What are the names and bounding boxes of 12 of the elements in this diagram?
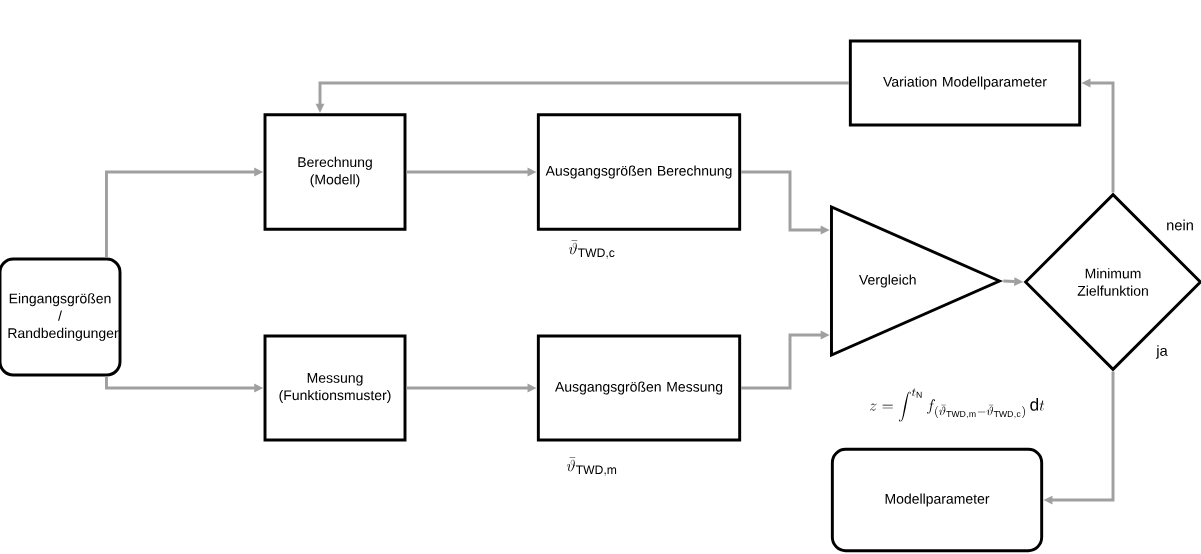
rounded-box: Modellparameter xyxy=(830,447,1044,553)
process-box: Messung (Funktionsmuster) xyxy=(263,334,407,442)
formula-label: $\bar{\vartheta}_{\mathrm{TWD,m}}$ xyxy=(566,457,617,477)
edge-label: nein xyxy=(1164,218,1196,232)
process-box: Berechnung (Modell) xyxy=(263,113,407,231)
formula-label: $\bar{\vartheta}_{\mathrm{TWD,c}}$ xyxy=(568,240,615,260)
process-box: Ausgangsgrößen Berechnung xyxy=(536,113,742,231)
formula-label: $z = \int^{t_{\mathrm{N}}} f_{(\bar{\vartheta}_{\mathrm{TWD,m}} - \bar{\vartheta}_{\mathrm{TWD,c}})}\,\mathrm{d}t$ xyxy=(869,388,1045,422)
edge-label: ja xyxy=(1155,343,1170,361)
process-box: Ausgangsgrößen Messung xyxy=(536,334,742,442)
rounded-box: Eingangsgrößen / Randbedingungen xyxy=(0,257,122,377)
process-box: Variation Modellparameter xyxy=(848,39,1082,127)
